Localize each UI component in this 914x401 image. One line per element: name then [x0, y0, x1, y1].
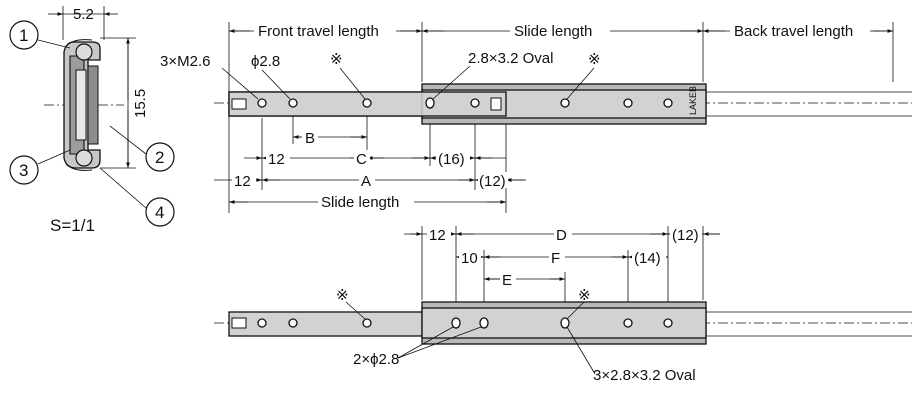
hole-dia-label: ϕ2.8: [251, 53, 280, 70]
cross-section: 5.2 15.5 1 2 3 4: [9, 6, 175, 235]
callout-1: [9, 20, 39, 50]
dim-16-label: (16): [438, 151, 465, 168]
dim-b-label: B: [305, 130, 315, 147]
mount-hole: [362, 318, 372, 328]
dim-12b-label: 12: [234, 173, 251, 190]
rail-stamp: LAKEB: [688, 86, 698, 115]
callout-2: [145, 142, 175, 172]
back-travel-label: Back travel length: [734, 23, 853, 40]
scale-label: S=1/1: [50, 216, 95, 235]
mount-hole: [288, 318, 298, 328]
mount-hole: [257, 98, 267, 108]
mount-hole: [470, 98, 480, 108]
callout-3-label: 3: [19, 161, 28, 180]
ref-mark-4: ※: [578, 287, 591, 304]
front-travel-label: Front travel length: [258, 23, 379, 40]
holes-label: 2×ϕ2.8: [353, 351, 399, 368]
dim-height-label: 15.5: [132, 89, 149, 118]
dim-12c-label: (12): [479, 173, 506, 190]
dim-c-label: C: [356, 151, 367, 168]
dim-12r-label: (12): [672, 227, 699, 244]
oval-hole: [479, 317, 489, 329]
oval-hole: [451, 317, 461, 329]
oval-hole: [425, 97, 435, 109]
dim-e-label: E: [502, 272, 512, 289]
screw-label: 3×M2.6: [160, 53, 210, 70]
mount-hole: [663, 318, 673, 328]
mount-hole: [288, 98, 298, 108]
dim-12a-label: 12: [268, 151, 285, 168]
slide-length-top-label: Slide length: [514, 23, 592, 40]
dim-f-label: F: [551, 250, 560, 267]
top-view: Front travel length Slide length Back tr…: [160, 20, 912, 213]
rail-profile: [63, 39, 101, 171]
ovals-label: 3×2.8×3.2 Oval: [593, 367, 696, 384]
dim-10-label: 10: [461, 250, 478, 267]
ref-mark-2: ※: [588, 51, 601, 68]
slide-length-bottom-label: Slide length: [321, 194, 399, 211]
callout-4: [145, 197, 175, 227]
ref-mark-1: ※: [330, 51, 343, 68]
mount-hole: [623, 318, 633, 328]
mount-hole: [362, 98, 372, 108]
mount-hole: [257, 318, 267, 328]
dim-14-label: (14): [634, 250, 661, 267]
callout-4-label: 4: [155, 203, 164, 222]
dim-a-label: A: [361, 173, 371, 190]
ref-mark-3: ※: [336, 287, 349, 304]
callout-1-label: 1: [19, 26, 28, 45]
bottom-view: 12 D (12) 10 F (14) E: [214, 226, 912, 384]
dim-12-label: 12: [429, 227, 446, 244]
dim-width-label: 5.2: [73, 6, 94, 23]
callout-2-label: 2: [155, 148, 164, 167]
mount-hole: [623, 98, 633, 108]
mount-hole: [663, 98, 673, 108]
oval-hole: [560, 317, 570, 329]
dim-d-label: D: [556, 227, 567, 244]
callout-3: [9, 155, 39, 185]
oval-label: 2.8×3.2 Oval: [468, 50, 553, 67]
mount-hole: [560, 98, 570, 108]
